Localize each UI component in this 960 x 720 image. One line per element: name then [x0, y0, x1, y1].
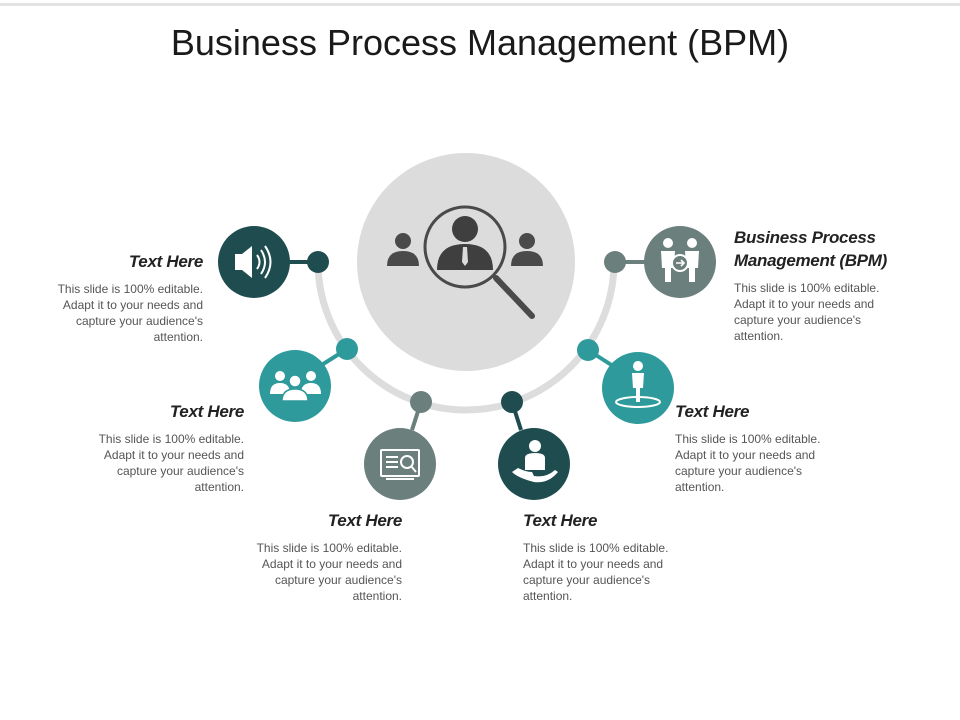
block-heading: Text Here — [523, 511, 598, 530]
text-block-bottom-left: Text Here This slide is 100% editable. A… — [242, 509, 403, 604]
block-body: This slide is 100% editable. Adapt it to… — [523, 541, 669, 603]
block-body: This slide is 100% editable. Adapt it to… — [57, 282, 203, 344]
node-right-top — [644, 226, 716, 298]
block-body: This slide is 100% editable. Adapt it to… — [98, 432, 244, 494]
speaker-icon — [235, 245, 272, 279]
monitor-search-icon — [380, 449, 420, 480]
block-heading: Business Process Management (BPM) — [734, 228, 887, 270]
exchange-people-icon — [661, 238, 699, 282]
block-heading: Text Here — [675, 402, 750, 421]
block-heading: Text Here — [128, 252, 203, 271]
text-block-right-mid: Text Here This slide is 100% editable. A… — [675, 400, 835, 495]
block-body: This slide is 100% editable. Adapt it to… — [734, 281, 880, 343]
magnifier-people-icon — [387, 205, 543, 319]
person-spotlight-icon — [615, 361, 661, 408]
connector-dots — [307, 251, 626, 413]
block-heading: Text Here — [169, 402, 244, 421]
text-block-bottom-right: Text Here This slide is 100% editable. A… — [523, 509, 683, 604]
page-title: Business Process Management (BPM) — [170, 22, 790, 63]
team-icon — [270, 371, 321, 402]
node-bottom-left — [364, 428, 436, 500]
node-right-mid — [602, 352, 674, 424]
node-left-top — [218, 226, 290, 298]
text-block-left-top: Text Here This slide is 100% editable. A… — [43, 250, 204, 345]
connector-arc — [314, 261, 618, 414]
node-left-mid — [259, 350, 331, 422]
hand-person-icon — [512, 440, 558, 483]
text-block-right-top: Business Process Management (BPM) This s… — [734, 226, 924, 344]
block-body: This slide is 100% editable. Adapt it to… — [675, 432, 821, 494]
block-heading: Text Here — [327, 511, 402, 530]
top-rule — [0, 3, 960, 6]
block-body: This slide is 100% editable. Adapt it to… — [256, 541, 402, 603]
text-block-left-mid: Text Here This slide is 100% editable. A… — [84, 400, 245, 495]
center-circle — [357, 153, 575, 371]
node-bottom-right — [498, 428, 570, 500]
